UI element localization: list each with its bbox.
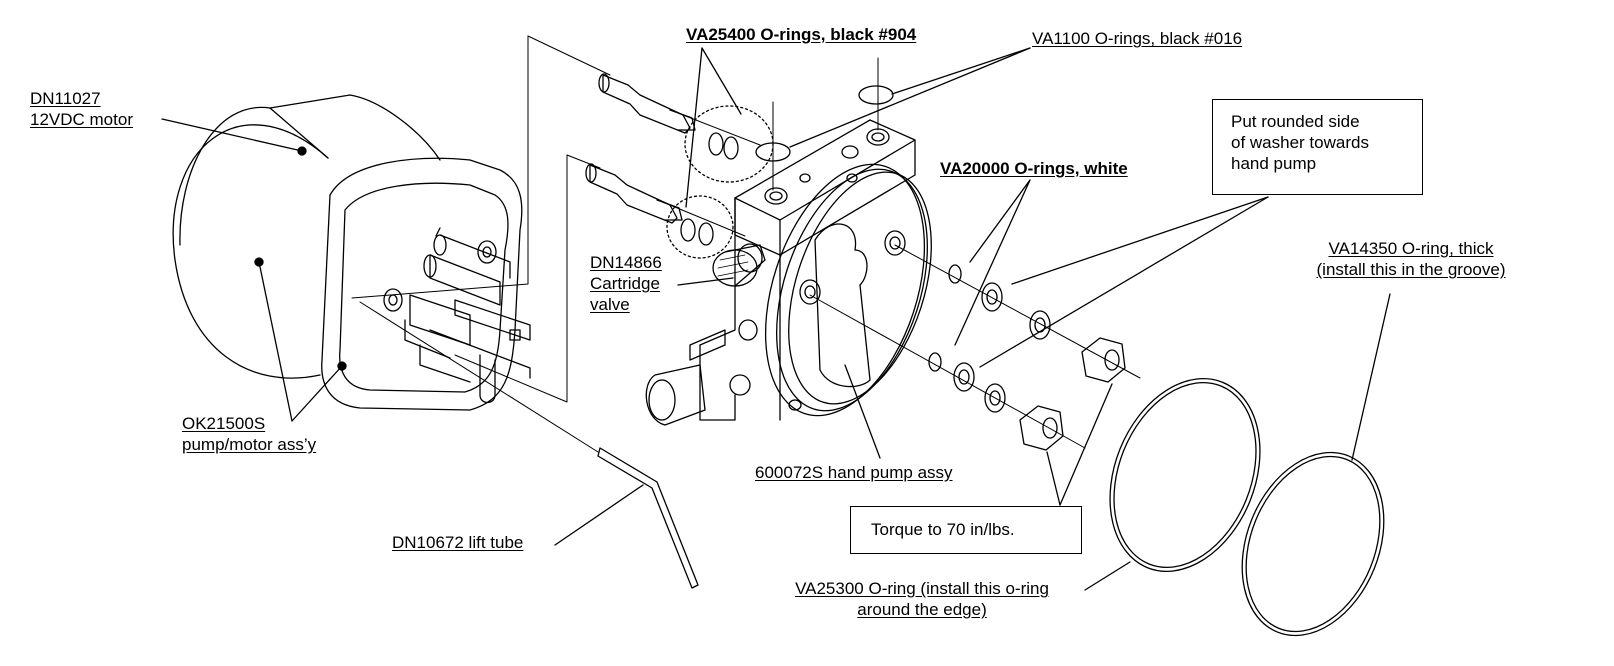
washer-note-line-3: hand pump	[1231, 154, 1317, 173]
cartridge-valve-line-2: Cartridge	[590, 274, 660, 293]
torque-note-box: Torque to 70 in/lbs.	[850, 506, 1082, 554]
washer-note-box: Put rounded side of washer towards hand …	[1212, 99, 1423, 195]
motor-drawing	[172, 94, 531, 411]
label-motor: DN11027 12VDC motor	[30, 88, 133, 130]
oring-va1100-text: VA1100 O-rings, black #016	[1032, 29, 1243, 48]
washer-note-line-2: of washer towards	[1231, 133, 1369, 152]
label-lift-tube: DN10672 lift tube	[392, 532, 523, 553]
oring-va14350-line-2: (install this in the groove)	[1316, 260, 1506, 279]
torque-note-text: Torque to 70 in/lbs.	[871, 520, 1015, 539]
motor-part-number: DN11027	[30, 89, 101, 108]
label-oring-va14350: VA14350 O-ring, thick (install this in t…	[1296, 238, 1526, 280]
label-oring-va1100: VA1100 O-rings, black #016	[1032, 28, 1242, 49]
cartridge-valve-lower	[585, 163, 746, 237]
cartridge-valve-part-number: DN14866	[590, 253, 662, 272]
hand-pump-block	[645, 119, 932, 426]
oring-va20000-text: VA20000 O-rings, white	[940, 159, 1128, 178]
label-hand-pump-assy: 600072S hand pump assy	[755, 462, 953, 483]
label-oring-va20000: VA20000 O-rings, white	[940, 158, 1128, 179]
pump-motor-description: pump/motor ass’y	[182, 435, 317, 454]
pump-motor-part-number: OK21500S	[182, 414, 266, 433]
washer-note-line-1: Put rounded side	[1231, 112, 1360, 131]
cartridge-valve-upper	[598, 73, 761, 146]
lift-tube-drawing	[359, 301, 699, 589]
oring-va14350-line-1: VA14350 O-ring, thick	[1328, 239, 1494, 258]
oring-va25400-text: VA25400 O-rings, black #904	[686, 25, 917, 44]
cartridge-valve-line-3: valve	[590, 295, 630, 314]
oring-va25300-line-1: VA25300 O-ring (install this o-ring	[795, 579, 1049, 598]
label-oring-va25400: VA25400 O-rings, black #904	[686, 24, 916, 45]
motor-description: 12VDC motor	[30, 110, 133, 129]
label-oring-va25300: VA25300 O-ring (install this o-ring arou…	[764, 578, 1080, 620]
label-cartridge-valve: DN14866 Cartridge valve	[590, 252, 662, 315]
hand-pump-assy-text: 600072S hand pump assy	[755, 463, 953, 482]
oring-va25300-line-2: around the edge)	[857, 600, 987, 619]
label-pump-motor-assy: OK21500S pump/motor ass’y	[182, 413, 316, 455]
lift-tube-text: DN10672 lift tube	[392, 533, 524, 552]
